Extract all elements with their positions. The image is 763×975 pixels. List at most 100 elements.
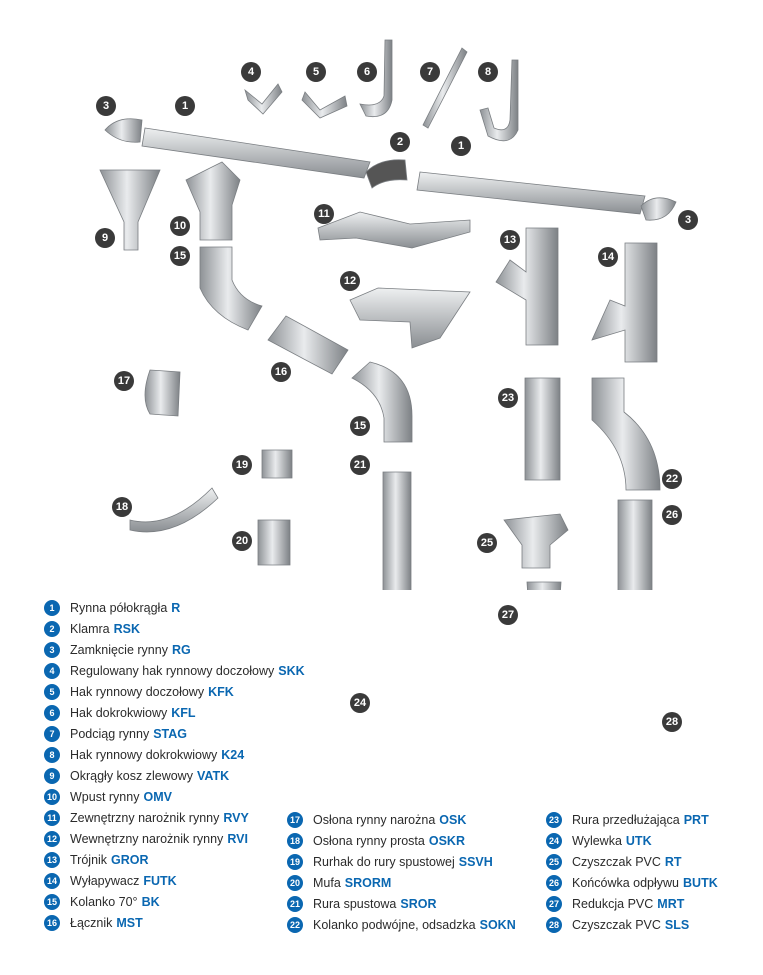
- callout-badge-12: 12: [340, 271, 360, 291]
- legend-code: VATK: [196, 769, 230, 783]
- end-cap-left: [104, 118, 143, 143]
- callout-badge-15: 15: [350, 416, 370, 436]
- callout-badge-3: 3: [678, 210, 698, 230]
- end-cap-right: [640, 197, 677, 221]
- legend-number: 21: [287, 896, 303, 912]
- legend-name: Rura spustowa: [313, 897, 397, 911]
- collector: [591, 242, 658, 363]
- hook-5: [301, 91, 348, 119]
- legend-code: BK: [141, 895, 160, 909]
- legend-code: SOKN: [479, 918, 516, 932]
- legend-number: 13: [44, 852, 60, 868]
- legend-name: Wyłapywacz: [70, 874, 140, 888]
- callout-badge-1: 1: [451, 136, 471, 156]
- legend-code: MST: [116, 916, 143, 930]
- pvc-cleaner-rt: [503, 513, 569, 569]
- drain-end: [617, 499, 653, 590]
- socket: [257, 519, 291, 566]
- legend-code: R: [171, 601, 181, 615]
- legend-number: 26: [546, 875, 562, 891]
- legend-number: 27: [546, 896, 562, 912]
- guard-corner: [144, 369, 181, 417]
- legend-name: Końcówka odpływu: [572, 876, 680, 890]
- legend-name: Rurhak do rury spustowej: [313, 855, 455, 869]
- legend-code: RVY: [223, 811, 249, 825]
- callout-badge-23: 23: [498, 388, 518, 408]
- callout-badge-26: 26: [662, 505, 682, 525]
- callout-badge-4: 4: [241, 62, 261, 82]
- legend-code: RVI: [227, 832, 248, 846]
- legend-number: 24: [546, 833, 562, 849]
- callout-badge-3: 3: [96, 96, 116, 116]
- legend-number: 22: [287, 917, 303, 933]
- legend-number: 3: [44, 642, 60, 658]
- legend-name: Klamra: [70, 622, 110, 636]
- legend-code: SRORM: [344, 876, 392, 890]
- legend-name: Wpust rynny: [70, 790, 140, 804]
- legend-code: OSKR: [428, 834, 465, 848]
- legend-code: KFK: [208, 685, 234, 699]
- legend-code: SLS: [664, 918, 690, 932]
- callout-badge-13: 13: [500, 230, 520, 250]
- legend-number: 25: [546, 854, 562, 870]
- callout-badge-7: 7: [420, 62, 440, 82]
- callout-badge-1: 1: [175, 96, 195, 116]
- legend-number: 15: [44, 894, 60, 910]
- legend-number: 1: [44, 600, 60, 616]
- legend-code: SSVH: [458, 855, 493, 869]
- legend-name: Osłona rynny prosta: [313, 834, 425, 848]
- product-diagram: [99, 39, 677, 590]
- legend-name: Hak dokrokwiowy: [70, 706, 168, 720]
- callout-badge-15: 15: [170, 246, 190, 266]
- legend-code: RSK: [113, 622, 140, 636]
- reducer: [526, 581, 562, 590]
- callout-badge-24: 24: [350, 693, 370, 713]
- legend-number: 12: [44, 831, 60, 847]
- legend-name: Osłona rynny narożna: [313, 813, 436, 827]
- legend-name: Redukcja PVC: [572, 897, 654, 911]
- callout-badge-9: 9: [95, 228, 115, 248]
- callout-badge-25: 25: [477, 533, 497, 553]
- legend-name: Kolanko podwójne, odsadzka: [313, 918, 476, 932]
- hook-6: [359, 39, 393, 118]
- legend-number: 10: [44, 789, 60, 805]
- legend-number: 4: [44, 663, 60, 679]
- callout-badge-2: 2: [390, 132, 410, 152]
- hook-7: [422, 47, 468, 129]
- legend-number: 7: [44, 726, 60, 742]
- legend-code: FUTK: [143, 874, 177, 888]
- legend-name: Okrągły kosz zlewowy: [70, 769, 193, 783]
- downpipe: [382, 471, 412, 590]
- callout-badge-8: 8: [478, 62, 498, 82]
- legend-number: 9: [44, 768, 60, 784]
- callout-badge-6: 6: [357, 62, 377, 82]
- outlet: [185, 161, 241, 241]
- legend-name: Czyszczak PVC: [572, 918, 661, 932]
- legend-name: Hak rynnowy doczołowy: [70, 685, 205, 699]
- hook-4: [244, 83, 283, 115]
- legend-number: 6: [44, 705, 60, 721]
- legend-code: UTK: [625, 834, 652, 848]
- legend-name: Rura przedłużająca: [572, 813, 680, 827]
- callout-badge-10: 10: [170, 216, 190, 236]
- legend-name: Wewnętrzny narożnik rynny: [70, 832, 224, 846]
- legend-name: Hak rynnowy dokrokwiowy: [70, 748, 218, 762]
- legend-number: 11: [44, 810, 60, 826]
- gutter-left: [141, 127, 371, 179]
- legend-number: 28: [546, 917, 562, 933]
- clamp: [365, 159, 408, 189]
